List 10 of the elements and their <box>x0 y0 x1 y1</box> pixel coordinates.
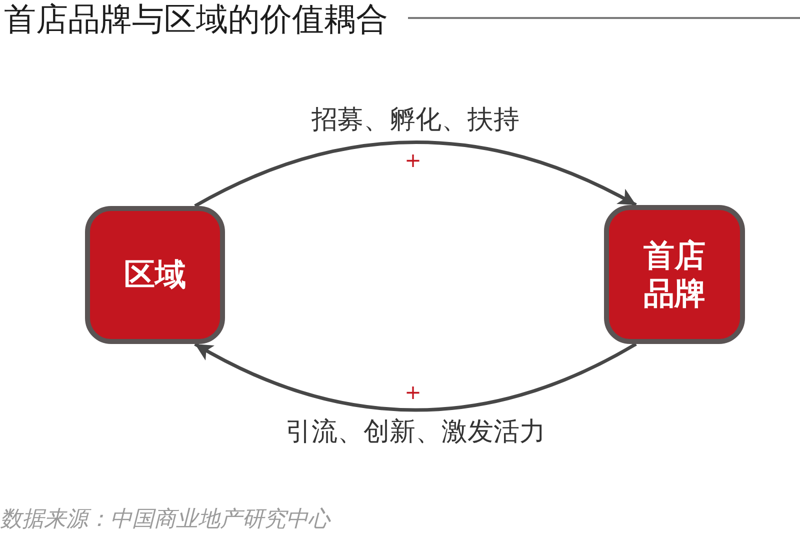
rounded-box <box>604 205 745 344</box>
arrow <box>194 342 637 412</box>
caption: 数据来源：中国商业地产研究中心 <box>0 506 330 534</box>
plus-sign: + <box>404 382 422 402</box>
node-label: 首店品牌 <box>642 236 706 312</box>
title: 首店品牌与区域的价值耦合 <box>4 1 388 37</box>
node-label: 区域 <box>123 256 187 294</box>
rounded-box <box>85 206 225 344</box>
plus-sign: + <box>404 150 422 170</box>
arrow <box>194 140 637 208</box>
